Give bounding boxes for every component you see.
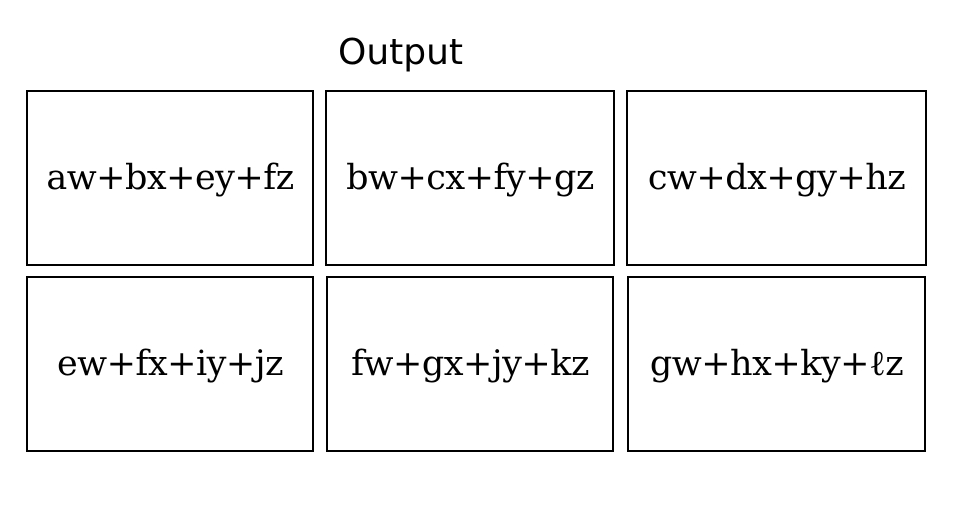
output-cell: gw+hx+ky+ℓz xyxy=(627,276,926,452)
output-cell-expression: bw+cx+fy+gz xyxy=(346,158,594,198)
output-cell-expression: fw+gx+jy+kz xyxy=(351,344,589,384)
output-cell-expression: aw+bx+ey+fz xyxy=(46,158,294,198)
output-cell-expression: gw+hx+ky+ℓz xyxy=(649,344,904,384)
output-cell: cw+dx+gy+hz xyxy=(626,90,927,266)
output-cell: aw+bx+ey+fz xyxy=(26,90,314,266)
output-cell: fw+gx+jy+kz xyxy=(326,276,614,452)
output-title: Output xyxy=(338,32,464,73)
output-cell-expression: ew+fx+iy+jz xyxy=(56,344,284,384)
output-cell: ew+fx+iy+jz xyxy=(26,276,314,452)
output-cell-expression: cw+dx+gy+hz xyxy=(647,158,906,198)
output-cell: bw+cx+fy+gz xyxy=(325,90,615,266)
